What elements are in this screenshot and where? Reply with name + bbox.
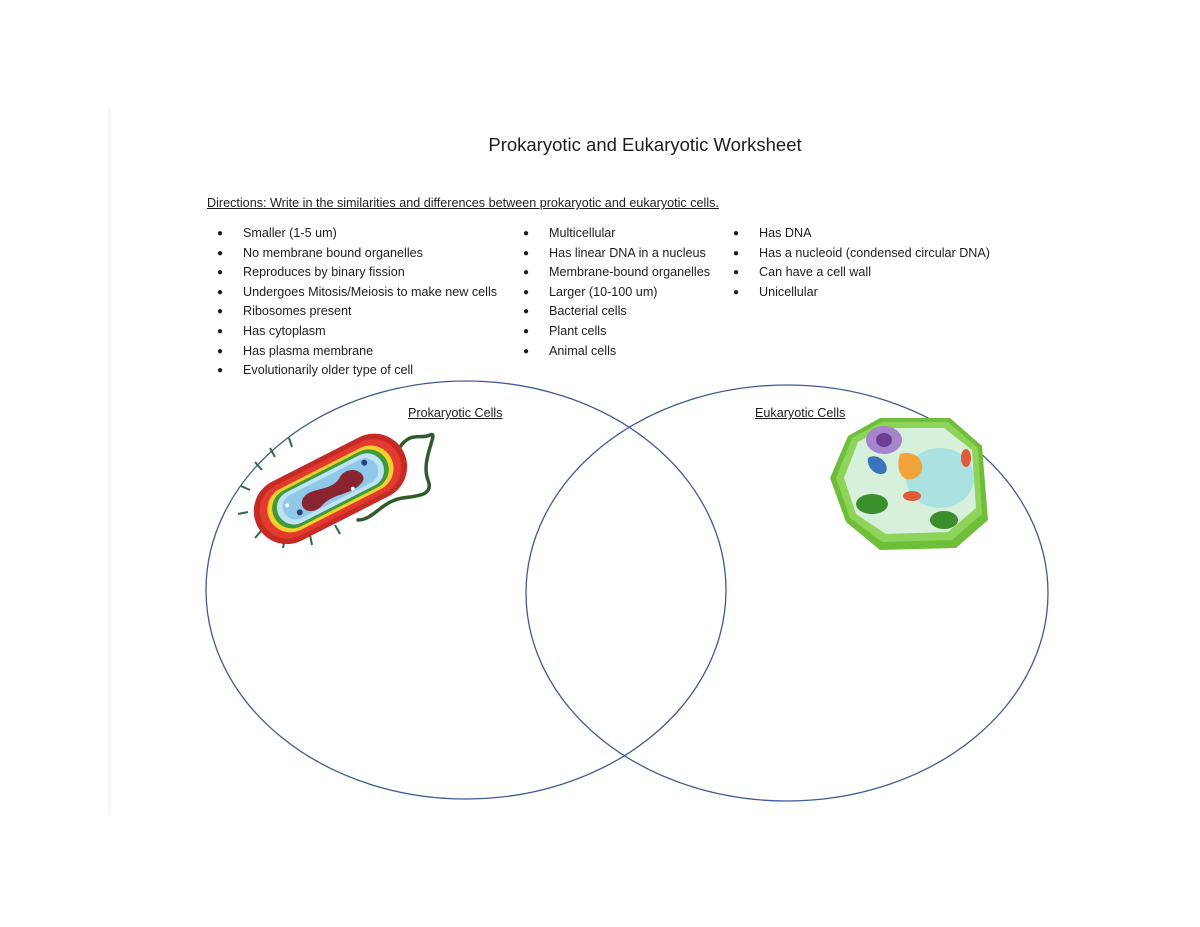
prokaryotic-cells-label: Prokaryotic Cells (408, 406, 503, 420)
eukaryotic-cells-label: Eukaryotic Cells (755, 406, 846, 420)
list-item: ●Ribosomes present (217, 304, 352, 319)
word-bank-column-3: ●Has DNA ●Has a nucleoid (condensed circ… (723, 224, 990, 302)
word-bank-column-2: ●Multicellular ●Has linear DNA in a nucl… (513, 224, 710, 361)
list-item: ●Bacterial cells (523, 304, 627, 319)
list-item: ●Undergoes Mitosis/Meiosis to make new c… (217, 284, 498, 299)
plant-cell-illustration-icon (830, 418, 988, 550)
list-item: ●No membrane bound organelles (217, 245, 423, 260)
list-item: ●Larger (10-100 um) (523, 284, 658, 299)
directions-text: Directions: Write in the similarities an… (207, 196, 719, 210)
list-item: ●Membrane-bound organelles (523, 265, 711, 280)
list-item: ●Reproduces by binary fission (217, 265, 405, 280)
page-edge (108, 108, 111, 815)
list-item: ●Has linear DNA in a nucleus (523, 245, 706, 260)
bacterium-illustration-icon (237, 432, 435, 549)
list-item: ●Multicellular (523, 226, 616, 240)
list-item: ●Plant cells (523, 323, 607, 338)
list-item: ●Has cytoplasm (217, 323, 326, 338)
word-bank-column-1: ●Smaller (1-5 um) ●No membrane bound org… (207, 224, 497, 381)
list-item: ●Evolutionarily older type of cell (217, 363, 414, 378)
list-item: ●Animal cells (523, 343, 617, 358)
venn-circle-prokaryotic (205, 380, 727, 800)
list-item: ●Smaller (1-5 um) (217, 226, 337, 240)
list-item: ●Has DNA (733, 226, 812, 240)
list-item: ●Can have a cell wall (733, 265, 872, 280)
page-title: Prokaryotic and Eukaryotic Worksheet (488, 134, 802, 155)
list-item: ●Has plasma membrane (217, 343, 374, 358)
venn-circle-eukaryotic (525, 384, 1049, 802)
list-item: ●Has a nucleoid (condensed circular DNA) (733, 245, 990, 260)
list-item: ●Unicellular (733, 284, 818, 299)
